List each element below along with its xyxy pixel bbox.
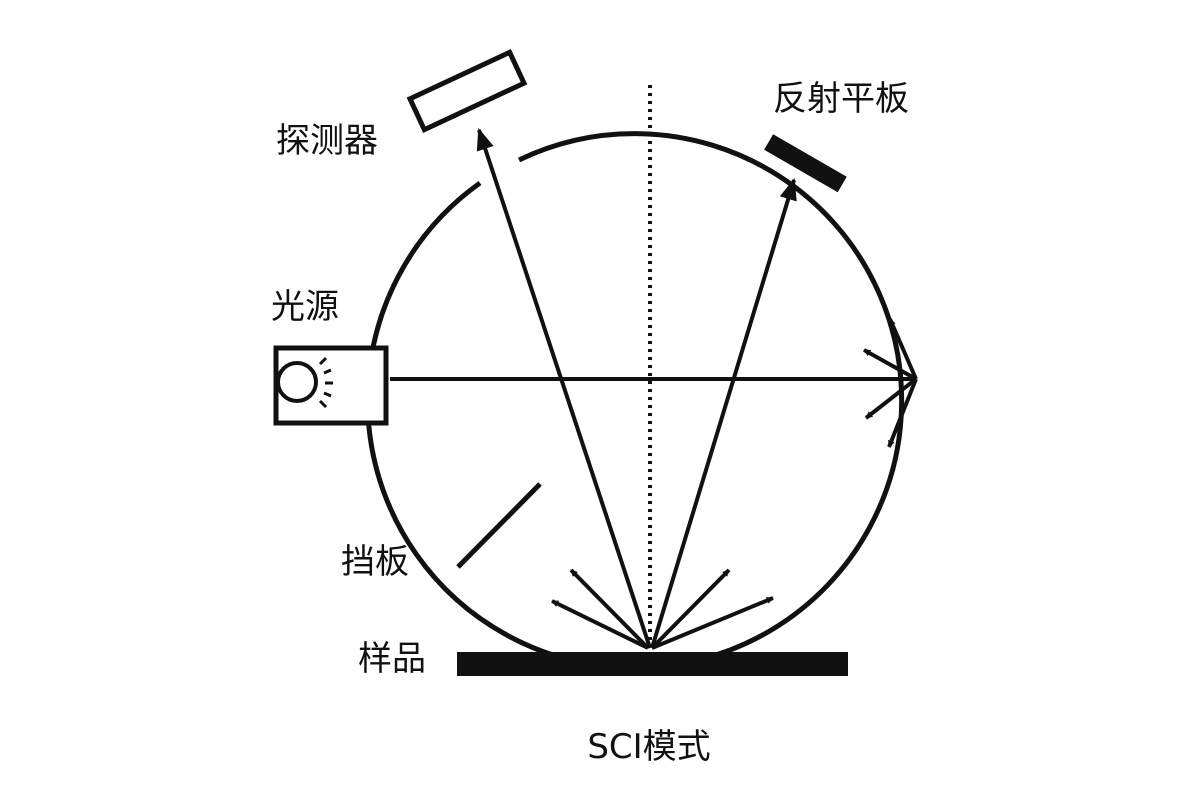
label-detector: 探测器 [276, 121, 378, 161]
label-sample: 样品 [358, 639, 426, 679]
detector-box [406, 49, 528, 133]
ray-to-detector [476, 127, 652, 649]
reflector-plate [764, 134, 847, 193]
integrating-sphere [365, 131, 905, 671]
ray-to-reflector [650, 177, 797, 649]
sample-plate [457, 652, 848, 676]
baffle [456, 482, 542, 569]
label-mode: SCI模式 [587, 727, 710, 767]
label-reflector: 反射平板 [773, 79, 909, 119]
label-baffle: 挡板 [341, 542, 409, 582]
wall-diffuse-arrows [863, 318, 918, 448]
label-light-source: 光源 [271, 287, 339, 327]
sample-scatter-arrows [551, 568, 774, 650]
lamp-bulb [276, 361, 318, 403]
lamp-rays [318, 356, 333, 409]
